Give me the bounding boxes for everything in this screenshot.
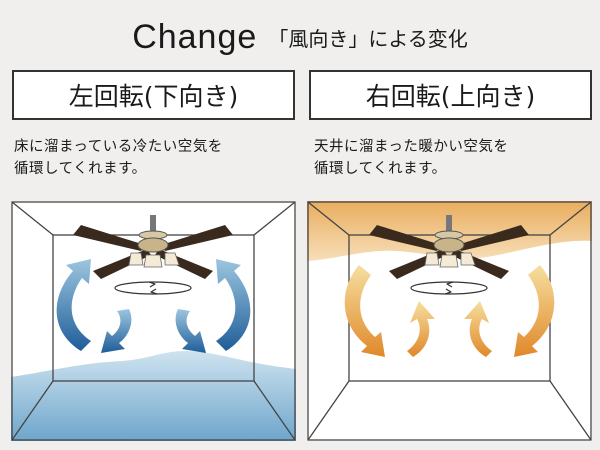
description-left-line2: 循環してくれます。 — [14, 161, 147, 177]
description-right-line1: 天井に溜まった暖かい空気を — [314, 139, 509, 155]
rotation-icon — [114, 281, 192, 295]
description-left: 床に溜まっている冷たい空気を 循環してくれます。 — [14, 136, 299, 180]
airflow-arrows — [344, 265, 555, 357]
title-main: Change — [132, 18, 258, 56]
room-illustration-downward — [11, 201, 296, 441]
room-perspective-lines — [11, 201, 296, 441]
description-left-line1: 床に溜まっている冷たい空気を — [14, 139, 223, 155]
description-right-line2: 循環してくれます。 — [314, 161, 447, 177]
ceiling-fan-icon — [73, 215, 233, 279]
room-illustration-upward — [307, 201, 592, 441]
mode-label-right-rotation: 右回転(上向き) — [309, 70, 592, 120]
room-left-svg — [11, 201, 296, 441]
page-title: Change 「風向き」による変化 — [0, 18, 600, 57]
mode-label-left-rotation: 左回転(下向き) — [12, 70, 295, 120]
airflow-arrows — [56, 259, 251, 353]
rotation-icon — [410, 281, 488, 295]
cold-air-zone — [11, 351, 296, 441]
ceiling-fan-icon — [369, 215, 529, 279]
room-right-svg — [307, 201, 592, 441]
title-subtitle: 「風向き」による変化 — [268, 27, 468, 51]
description-right: 天井に溜まった暖かい空気を 循環してくれます。 — [314, 136, 599, 180]
